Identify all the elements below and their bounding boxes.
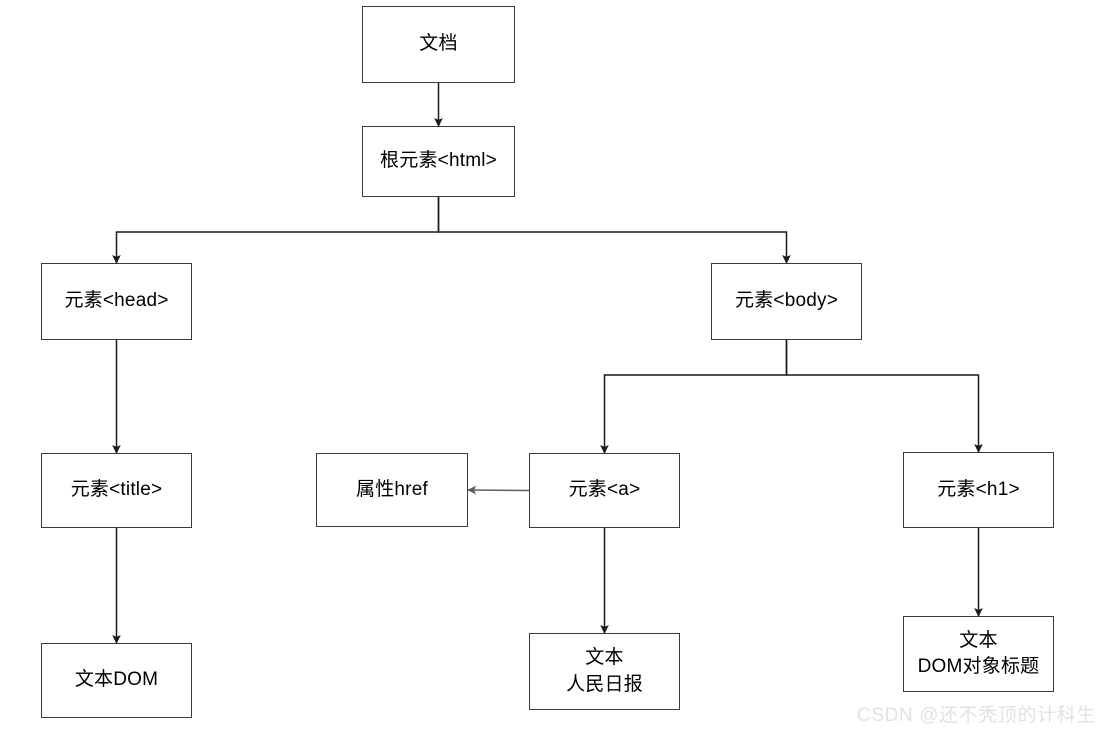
node-label: 元素<body> xyxy=(735,290,838,312)
node-label: 元素<h1> xyxy=(937,478,1020,500)
node-html[interactable]: 根元素<html> xyxy=(362,126,515,197)
node-h1[interactable]: 元素<h1> xyxy=(903,452,1054,528)
node-label: 文本 DOM对象标题 xyxy=(917,629,1040,677)
node-label: 文档 xyxy=(419,33,458,55)
node-text-h1[interactable]: 文本 DOM对象标题 xyxy=(903,616,1054,692)
node-label: 属性href xyxy=(356,478,428,500)
node-label: 元素<title> xyxy=(70,479,163,501)
edge-body-to-anchor xyxy=(600,340,788,454)
node-anchor[interactable]: 元素<a> xyxy=(529,453,680,528)
node-text-rmrb[interactable]: 文本 人民日报 xyxy=(529,633,680,710)
node-href[interactable]: 属性href xyxy=(316,453,468,527)
node-body[interactable]: 元素<body> xyxy=(711,263,862,340)
edge-html-to-body xyxy=(437,197,791,264)
node-label: 文本 人民日报 xyxy=(566,647,643,695)
node-label: 文本DOM xyxy=(74,669,159,691)
node-label: 元素<head> xyxy=(64,290,169,312)
edge-body-to-h1 xyxy=(785,340,983,453)
csdn-watermark: CSDN @还不秃顶的计科生 xyxy=(857,705,1096,726)
node-title[interactable]: 元素<title> xyxy=(41,453,192,528)
edge-anchor-to-href xyxy=(467,485,530,495)
node-head[interactable]: 元素<head> xyxy=(41,263,192,340)
node-label: 根元素<html> xyxy=(380,150,497,172)
edge-html-to-head xyxy=(112,197,440,264)
node-label: 元素<a> xyxy=(568,479,641,501)
node-text-dom[interactable]: 文本DOM xyxy=(41,643,192,718)
node-document[interactable]: 文档 xyxy=(362,6,515,83)
